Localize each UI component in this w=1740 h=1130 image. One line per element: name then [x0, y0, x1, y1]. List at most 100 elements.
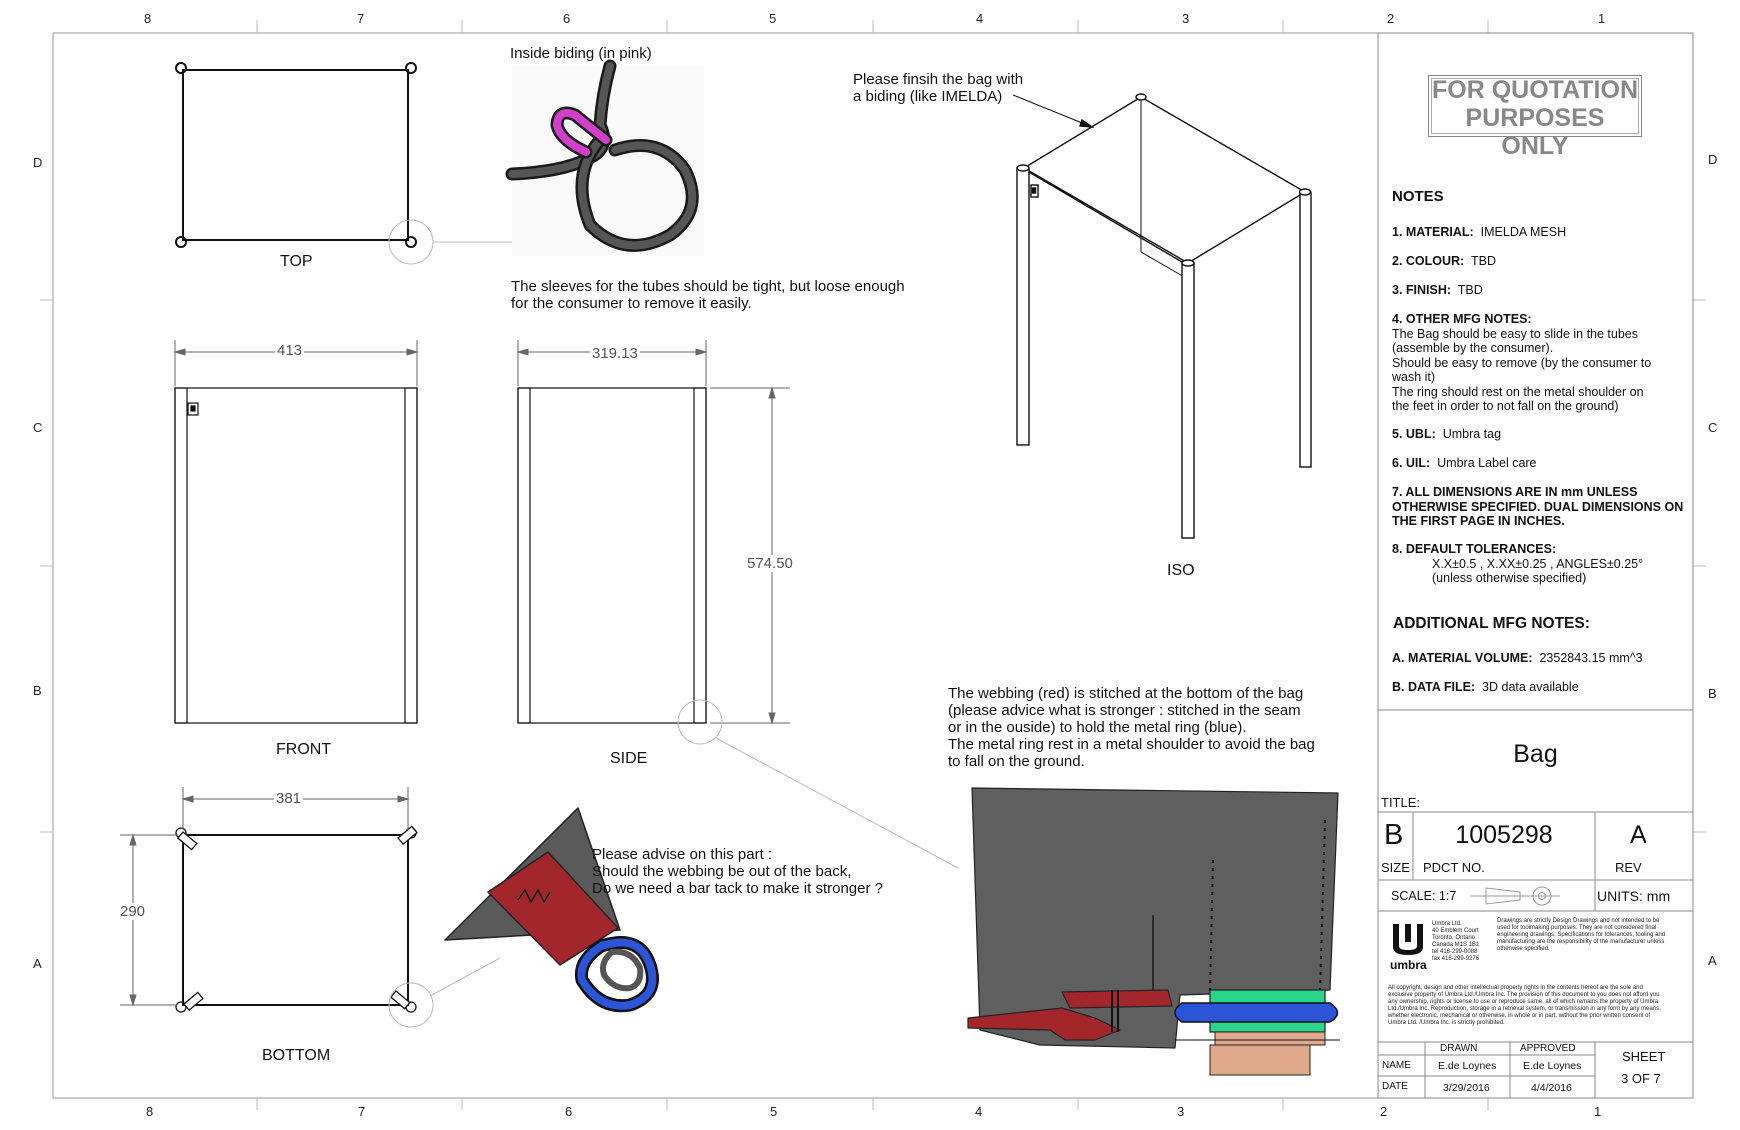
note-tolerances-sub: (unless otherwise specified) [1432, 571, 1587, 585]
binding-detail-sketch [505, 59, 704, 256]
size-value: B [1384, 819, 1404, 851]
zone-row-c-left: C [33, 420, 43, 435]
dim-bottom-width: 381 [274, 790, 304, 807]
drawn-name: E.de Loynes [1438, 1060, 1497, 1072]
copyright-line: All copyright, design and other intellec… [1388, 985, 1643, 991]
zone-col-3-bottom: 3 [1177, 1104, 1185, 1119]
company-address-line: fax 416-299-9276 [1432, 956, 1480, 962]
iso-view-label: ISO [1167, 562, 1195, 579]
dim-front-width: 413 [275, 342, 305, 359]
product-number-label: PDCT NO. [1423, 860, 1485, 875]
design-disclaimer-line: Drawings are strictly Design Drawings an… [1497, 918, 1660, 924]
zone-row-c-right: C [1708, 420, 1718, 435]
dim-bottom-depth: 290 [118, 903, 148, 920]
design-disclaimer-line: engineering drawings. Specifications for… [1497, 932, 1666, 938]
company-address-line: Toronto, Ontario [1432, 935, 1476, 941]
iso-view [1012, 93, 1312, 539]
advise-note-line: Do we need a bar tack to make it stronge… [592, 880, 883, 897]
sheet-label: SHEET [1622, 1049, 1666, 1064]
zone-col-1-top: 1 [1598, 11, 1606, 26]
revision-value: A [1630, 821, 1647, 849]
note-finish-value: TBD [1457, 283, 1483, 297]
design-disclaimer: Drawings are strictly Design Drawings an… [1497, 918, 1665, 953]
bottom-view [120, 787, 501, 1028]
note-other-mfg-line: the feet in order to not fall on the gro… [1392, 399, 1619, 413]
webbing-note-line: or in the ouside) to hold the metal ring… [948, 719, 1247, 736]
note-other-mfg-line: The ring should rest on the metal should… [1392, 384, 1644, 399]
note-finish: 3. FINISH: TBD [1392, 283, 1483, 298]
note-material-value: IMELDA MESH [1480, 225, 1567, 239]
umbra-u-icon [1390, 921, 1426, 957]
part-title: Bag [1513, 740, 1558, 768]
zone-row-d-left: D [33, 155, 43, 170]
umbra-logo [1390, 921, 1426, 957]
zone-col-6-bottom: 6 [565, 1104, 573, 1119]
note-ubl-label: 5. UBL: [1392, 427, 1436, 441]
note-colour-label: 2. COLOUR: [1392, 254, 1465, 268]
note-data-file-value: 3D data available [1482, 680, 1579, 694]
note-dimensions-line: OTHERWISE SPECIFIED. DUAL DIMENSIONS ON [1392, 499, 1684, 514]
quotation-stamp-line: PURPOSES ONLY [1465, 104, 1605, 160]
note-material-volume-value: 2352843.15 mm^3 [1539, 651, 1643, 665]
zone-col-8-bottom: 8 [146, 1104, 154, 1119]
copyright-line: Umbra Ltd. /Umbra Inc. is strictly prohi… [1388, 1020, 1505, 1026]
scale-label: SCALE: 1:7 [1391, 889, 1457, 903]
note-uil-value: Umbra Label care [1437, 456, 1537, 470]
drawn-header: DRAWN [1440, 1043, 1478, 1054]
note-tolerances-label: 8. DEFAULT TOLERANCES: [1392, 542, 1557, 556]
note-uil: 6. UIL: Umbra Label care [1392, 456, 1537, 471]
approved-date: 4/4/2016 [1531, 1082, 1572, 1094]
units-label: UNITS: mm [1597, 888, 1671, 904]
notes-heading: NOTES [1392, 188, 1444, 205]
bottom-view-label: BOTTOM [262, 1047, 331, 1064]
sleeves-note-line: for the consumer to remove it easily. [511, 295, 752, 312]
webbing-note: The webbing (red) is stitched at the bot… [948, 685, 1315, 770]
note-colour-value: TBD [1470, 254, 1496, 268]
note-other-mfg-line: Should be easy to remove (by the consume… [1392, 355, 1652, 370]
webbing-note-line: The webbing (red) is stitched at the bot… [948, 685, 1304, 702]
company-address-line: Canada M1S 1B1 [1432, 942, 1480, 948]
title-label: TITLE: [1381, 795, 1421, 810]
top-view-label: TOP [280, 253, 313, 270]
date-row-label: DATE [1382, 1081, 1408, 1092]
copyright-line: Ltd./Umbra Inc. Reproduction, storage in… [1388, 1006, 1661, 1012]
quotation-stamp: FOR QUOTATION PURPOSES ONLY [1428, 75, 1642, 160]
note-data-file: B. DATA FILE: 3D data available [1392, 680, 1579, 695]
approved-header: APPROVED [1520, 1043, 1576, 1054]
note-uil-label: 6. UIL: [1392, 456, 1431, 470]
drawn-date: 3/29/2016 [1443, 1082, 1490, 1094]
note-dimensions: 7. ALL DIMENSIONS ARE IN mm UNLESS OTHER… [1392, 485, 1683, 529]
note-tolerances: 8. DEFAULT TOLERANCES: X.X±0.5 , X.XX±0.… [1392, 542, 1643, 586]
dim-height: 574.50 [745, 555, 795, 572]
copyright-line: exclusive property of Umbra Ltd./Umbra I… [1388, 992, 1660, 998]
design-disclaimer-line: otherwise specified. [1497, 946, 1550, 952]
front-view [173, 340, 419, 724]
finish-note-line: a biding (like IMELDA) [853, 88, 1003, 105]
note-ubl-value: Umbra tag [1442, 427, 1502, 441]
zone-col-1-bottom: 1 [1594, 1104, 1602, 1119]
umbra-brand-text: umbra [1390, 958, 1427, 972]
side-view-label: SIDE [610, 750, 648, 767]
copyright-line: any ownership, rights or license to use … [1388, 999, 1659, 1005]
zone-col-3-top: 3 [1182, 11, 1190, 26]
product-number-value: 1005298 [1455, 821, 1553, 849]
name-row-label: NAME [1382, 1060, 1411, 1071]
sheet-value: 3 OF 7 [1621, 1071, 1661, 1086]
note-material-label: 1. MATERIAL: [1392, 225, 1474, 239]
zone-col-5-top: 5 [769, 11, 777, 26]
note-data-file-label: B. DATA FILE: [1392, 680, 1476, 694]
zone-col-5-bottom: 5 [770, 1104, 778, 1119]
finish-binding-note: Please finsih the bag with a biding (lik… [853, 71, 1023, 105]
sleeves-note-line: The sleeves for the tubes should be tigh… [511, 278, 905, 295]
note-tolerances-values: X.X±0.5 , X.XX±0.25 , ANGLES±0.25° [1432, 556, 1644, 571]
zone-col-8-top: 8 [144, 11, 152, 26]
note-other-mfg-line: The Bag should be easy to slide in the t… [1392, 326, 1638, 341]
webbing-ring-sketch [444, 807, 659, 1013]
webbing-note-line: to fall on the ground. [948, 753, 1085, 770]
zone-col-2-bottom: 2 [1380, 1104, 1388, 1119]
zone-row-a-left: A [33, 956, 42, 971]
zone-col-7-bottom: 7 [358, 1104, 366, 1119]
design-disclaimer-line: manufacturing are the responsibility of … [1497, 939, 1665, 945]
note-finish-label: 3. FINISH: [1392, 283, 1452, 297]
